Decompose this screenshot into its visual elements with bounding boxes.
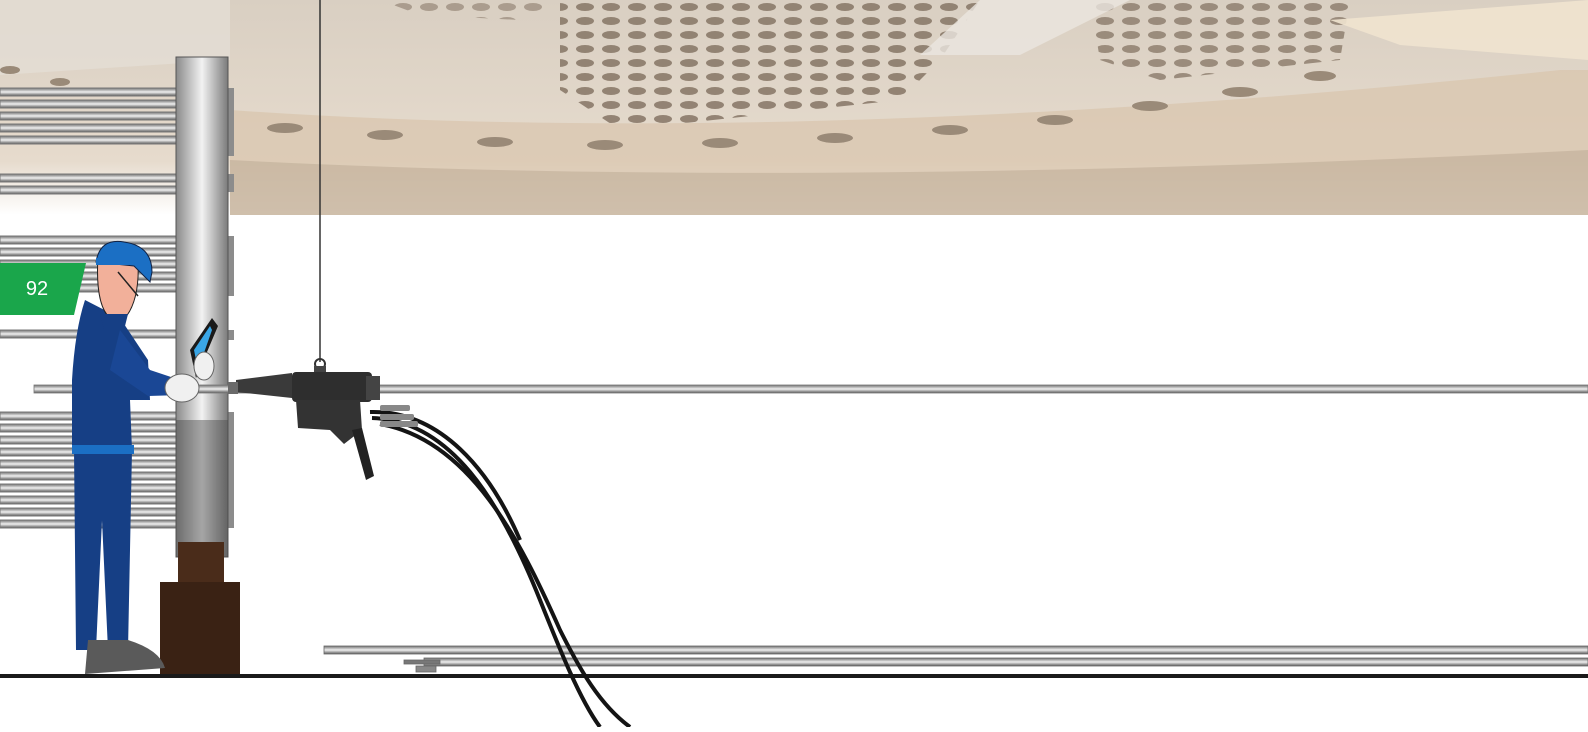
page-number: 92 — [0, 263, 86, 315]
tensioning-tool — [228, 359, 418, 480]
hydraulic-hoses — [370, 412, 630, 727]
plate-base — [160, 582, 240, 675]
floor-line — [0, 674, 1588, 678]
floor-tubes — [324, 646, 1588, 672]
background-photo — [0, 0, 1588, 215]
plate-support — [178, 542, 224, 584]
